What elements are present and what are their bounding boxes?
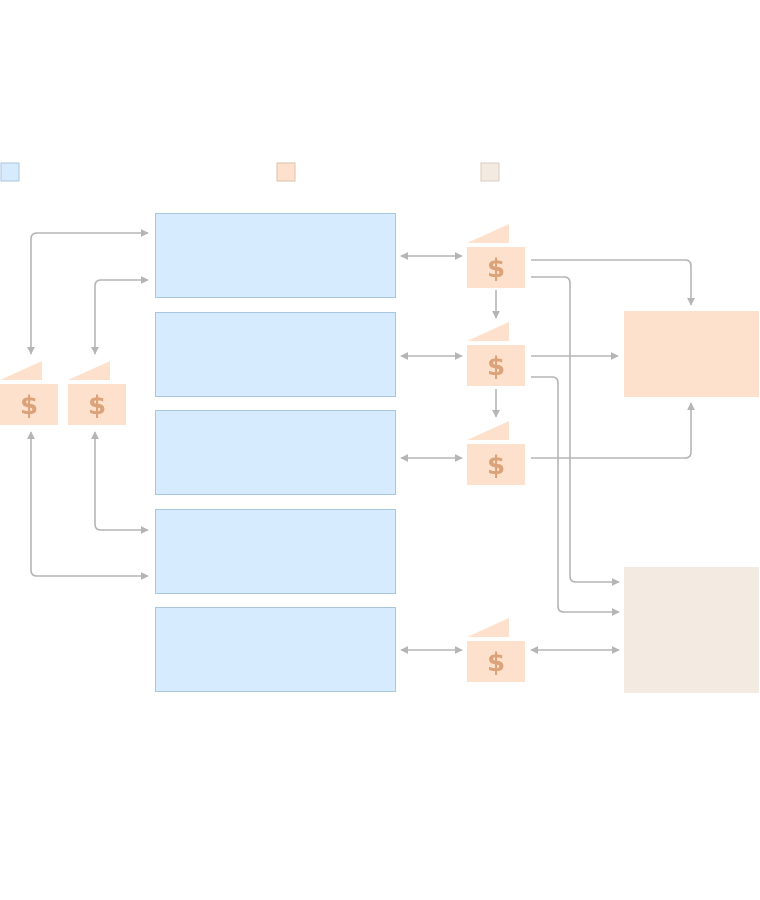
component-box-5 [155, 607, 396, 692]
connector [27, 229, 149, 355]
connector [531, 259, 695, 306]
component-box-4 [155, 509, 396, 594]
cost-target-box [624, 311, 759, 397]
connector [27, 431, 149, 580]
cost-icon-left-2: $ [68, 361, 126, 425]
cost-icon-1: $ [467, 224, 525, 288]
component-box-3 [155, 410, 396, 495]
dollar-icon: $ [20, 391, 38, 421]
cost-icon-4: $ [467, 618, 525, 682]
cost-icon-3: $ [467, 421, 525, 485]
connector [531, 276, 620, 586]
dollar-icon: $ [88, 391, 106, 421]
component-box-1 [155, 213, 396, 298]
component-box-2 [155, 312, 396, 397]
dollar-icon: $ [487, 648, 505, 678]
legend-beige-swatch [480, 162, 500, 182]
legend-blue-swatch [0, 162, 20, 182]
dollar-icon: $ [487, 352, 505, 382]
cost-icon-left-1: $ [0, 361, 58, 425]
store-box [624, 567, 759, 693]
legend-orange-swatch [276, 162, 296, 182]
connector [91, 276, 149, 355]
dollar-icon: $ [487, 254, 505, 284]
connector [531, 402, 695, 459]
cost-icon-2: $ [467, 322, 525, 386]
connectors [27, 229, 695, 654]
connector [531, 376, 620, 616]
connector [91, 431, 149, 534]
dollar-icon: $ [487, 451, 505, 481]
